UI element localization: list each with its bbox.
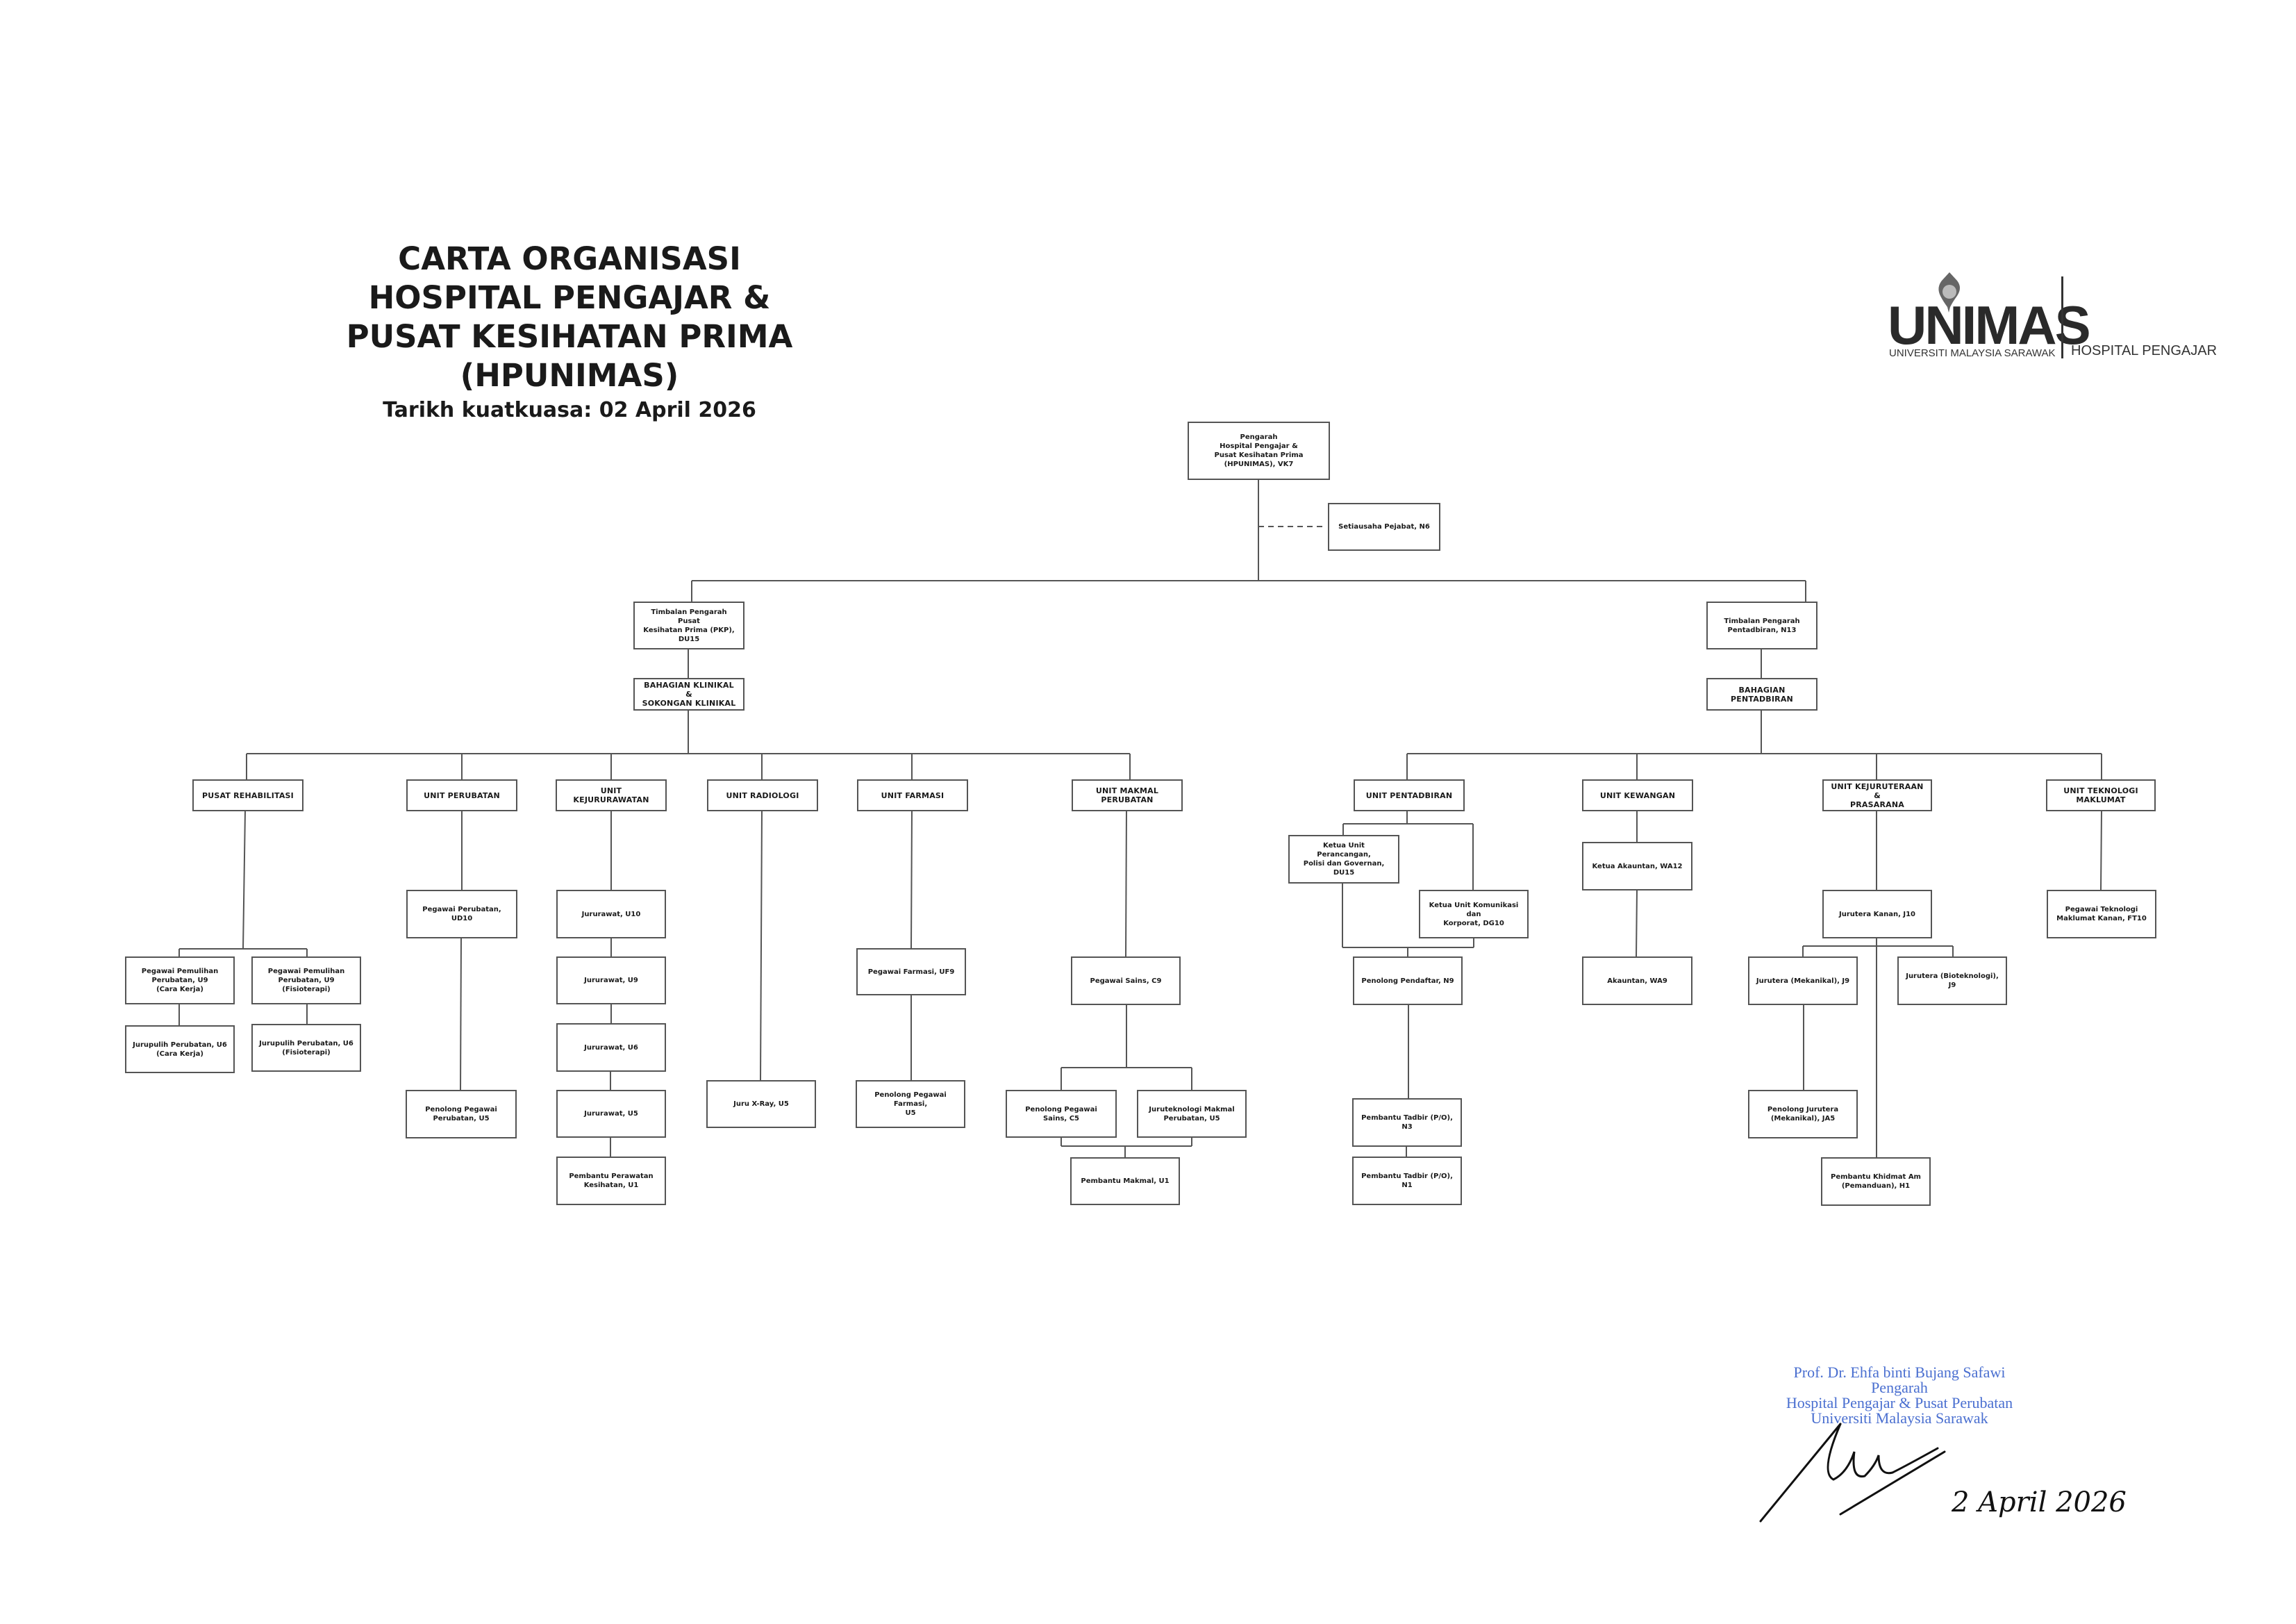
box-director[interactable]: Pengarah Hospital Pengajar & Pusat Kesih… (1188, 422, 1330, 480)
box-eng-ja5[interactable]: Penolong Jurutera (Mekanikal), JA5 (1748, 1090, 1858, 1138)
box-med-u5[interactable]: Penolong Pegawai Perubatan, U5 (406, 1090, 517, 1138)
signatory-org-line-1: Hospital Pengajar & Pusat Perubatan (1786, 1394, 2013, 1411)
box-unit-pharmacy[interactable]: UNIT FARMASI (857, 779, 968, 811)
box-nurse-u6[interactable]: Jururawat, U6 (556, 1023, 666, 1072)
logo-unit-name: HOSPITAL PENGAJAR (2071, 343, 2218, 358)
chart-title-block: CARTA ORGANISASI HOSPITAL PENGAJAR & PUS… (264, 240, 875, 426)
chart-title-line-2: HOSPITAL PENGAJAR & (368, 279, 771, 316)
box-unit-nursing[interactable]: UNIT KEJURURAWATAN (556, 779, 667, 811)
chart-title-line-1: CARTA ORGANISASI (398, 240, 741, 277)
box-unit-rehab[interactable]: PUSAT REHABILITASI (192, 779, 303, 811)
signature-stamp: Prof. Dr. Ehfa binti Bujang Safawi Penga… (1750, 1365, 2049, 1426)
box-nurse-u10[interactable]: Jururawat, U10 (556, 890, 666, 938)
box-deputy-pkp[interactable]: Timbalan Pengarah Pusat Kesihatan Prima … (633, 602, 744, 649)
box-rehab-ot-u9[interactable]: Pegawai Pemulihan Perubatan, U9 (Cara Ke… (125, 956, 235, 1004)
box-rehab-pt-u6[interactable]: Jurupulih Perubatan, U6 (Fisioterapi) (251, 1024, 361, 1072)
box-division-clinical[interactable]: BAHAGIAN KLINIKAL & SOKONGAN KLINIKAL (633, 678, 744, 711)
box-unit-medical[interactable]: UNIT PERUBATAN (406, 779, 517, 811)
box-rehab-ot-u6[interactable]: Jurupulih Perubatan, U6 (Cara Kerja) (125, 1025, 235, 1073)
box-pharm-u5[interactable]: Penolong Pegawai Farmasi, U5 (856, 1080, 965, 1128)
effective-date: Tarikh kuatkuasa: 02 April 2026 (383, 398, 756, 422)
box-nurse-u5[interactable]: Jururawat, U5 (556, 1090, 666, 1138)
box-it-ft10[interactable]: Pegawai Teknologi Maklumat Kanan, FT10 (2047, 890, 2156, 938)
logo-wordmark: UNIMAS (1888, 295, 2091, 356)
box-lab-u1[interactable]: Pembantu Makmal, U1 (1070, 1157, 1180, 1205)
box-unit-it[interactable]: UNIT TEKNOLOGI MAKLUMAT (2046, 779, 2156, 811)
box-lab-c5[interactable]: Penolong Pegawai Sains, C5 (1006, 1090, 1117, 1138)
box-lab-u5[interactable]: Juruteknologi Makmal Perubatan, U5 (1137, 1090, 1247, 1138)
box-radio-u5[interactable]: Juru X-Ray, U5 (706, 1080, 816, 1128)
logo-divider (2061, 276, 2063, 358)
signatory-role: Pengarah (1871, 1379, 1928, 1396)
box-nurse-u1[interactable]: Pembantu Perawatan Kesihatan, U1 (556, 1157, 666, 1205)
box-admin-n1[interactable]: Pembantu Tadbir (P/O), N1 (1352, 1157, 1462, 1205)
box-pharm-uf9[interactable]: Pegawai Farmasi, UF9 (856, 948, 966, 995)
box-nurse-u9[interactable]: Jururawat, U9 (556, 956, 666, 1004)
box-eng-h1[interactable]: Pembantu Khidmat Am (Pemanduan), H1 (1821, 1157, 1931, 1206)
box-admin-n9[interactable]: Penolong Pendaftar, N9 (1353, 956, 1463, 1005)
box-rehab-pt-u9[interactable]: Pegawai Pemulihan Perubatan, U9 (Fisiote… (251, 956, 361, 1004)
box-eng-j10[interactable]: Jurutera Kanan, J10 (1822, 890, 1932, 938)
box-division-admin[interactable]: BAHAGIAN PENTADBIRAN (1706, 678, 1817, 711)
unimas-emblem-icon (1938, 272, 1960, 313)
box-lab-c9[interactable]: Pegawai Sains, C9 (1071, 956, 1181, 1005)
box-eng-mech-j9[interactable]: Jurutera (Mekanikal), J9 (1748, 956, 1858, 1005)
box-admin-du15[interactable]: Ketua Unit Perancangan, Polisi dan Gover… (1288, 835, 1399, 884)
signatory-org-line-2: Universiti Malaysia Sarawak (1811, 1409, 1988, 1427)
unimas-logo: UNIMAS UNIVERSITI MALAYSIA SARAWAK HOSPI… (1875, 271, 2217, 361)
box-unit-admin[interactable]: UNIT PENTADBIRAN (1354, 779, 1465, 811)
box-deputy-admin[interactable]: Timbalan Pengarah Pentadbiran, N13 (1706, 602, 1817, 649)
logo-university-name: UNIVERSITI MALAYSIA SARAWAK (1889, 347, 2056, 359)
handwritten-signature-icon (1759, 1423, 1946, 1523)
handwritten-date: 2 April 2026 (1952, 1486, 2127, 1518)
box-fin-wa9[interactable]: Akauntan, WA9 (1582, 956, 1692, 1005)
box-admin-dg10[interactable]: Ketua Unit Komunikasi dan Korporat, DG10 (1419, 890, 1529, 938)
box-eng-biotech-j9[interactable]: Jurutera (Bioteknologi), J9 (1897, 956, 2007, 1005)
box-unit-lab[interactable]: UNIT MAKMAL PERUBATAN (1072, 779, 1183, 811)
box-fin-wa12[interactable]: Ketua Akauntan, WA12 (1582, 842, 1692, 890)
box-secretary[interactable]: Setiausaha Pejabat, N6 (1328, 503, 1440, 551)
chart-title-line-3: PUSAT KESIHATAN PRIMA (HPUNIMAS) (346, 318, 793, 394)
signatory-name: Prof. Dr. Ehfa binti Bujang Safawi (1793, 1364, 2006, 1381)
box-unit-finance[interactable]: UNIT KEWANGAN (1582, 779, 1693, 811)
box-med-ud10[interactable]: Pegawai Perubatan, UD10 (406, 890, 517, 938)
box-unit-radiology[interactable]: UNIT RADIOLOGI (707, 779, 818, 811)
box-admin-n3[interactable]: Pembantu Tadbir (P/O), N3 (1352, 1098, 1462, 1147)
box-unit-engineering[interactable]: UNIT KEJURUTERAAN & PRASARANA (1822, 779, 1932, 811)
